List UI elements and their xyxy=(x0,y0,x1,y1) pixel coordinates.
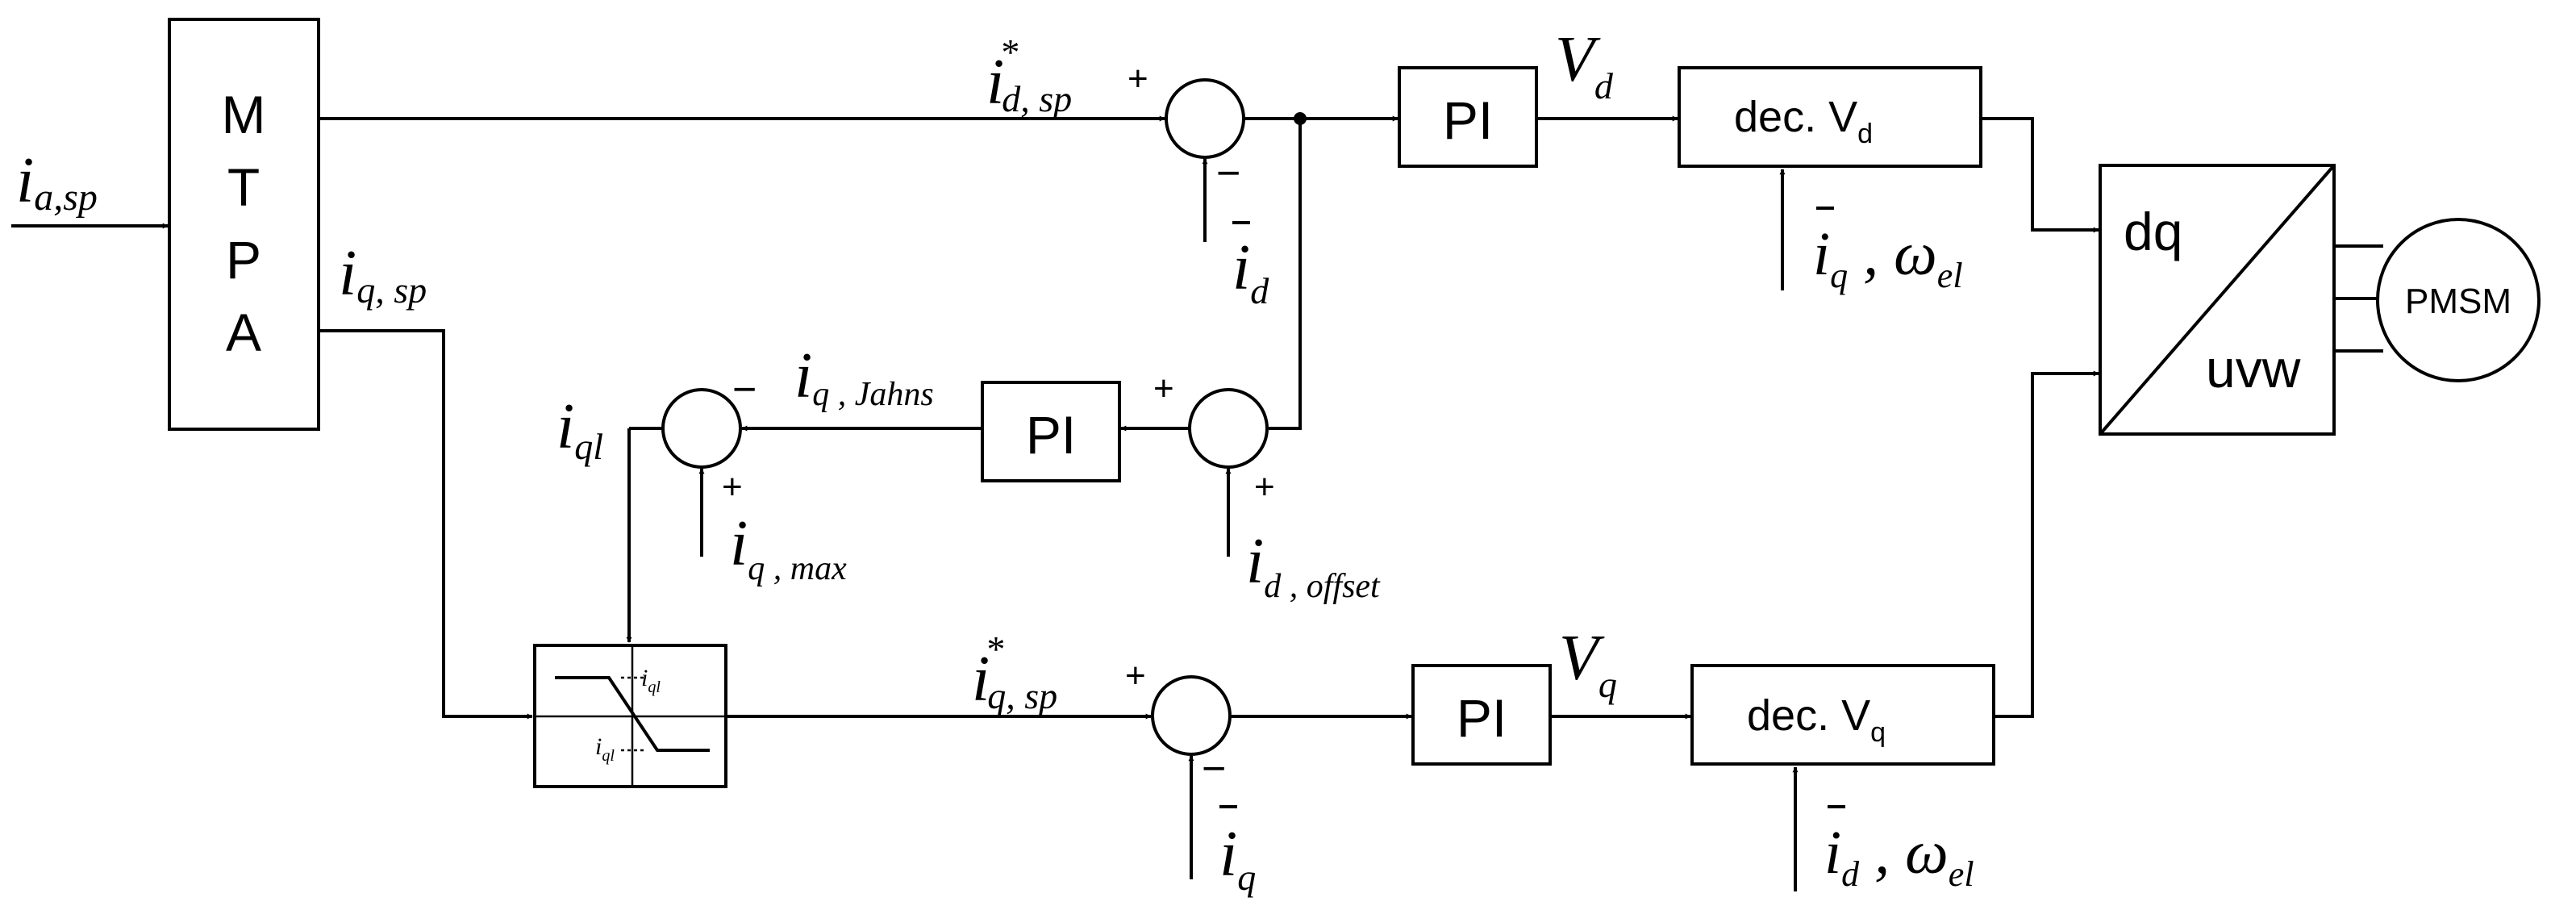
pi-block-q: PI xyxy=(1411,664,1552,766)
sign-plus-offset-bottom: + xyxy=(1254,467,1275,507)
label-id-feedback: id xyxy=(1232,221,1269,311)
label-iq-sp: iq, sp xyxy=(339,238,427,311)
label-iq-sp-star: i*q, sp xyxy=(972,628,1057,716)
decoupling-vq-label: dec. Vq xyxy=(1747,691,1886,748)
label-vq: Vq xyxy=(1559,623,1617,705)
label-id-sp-star: i*d, sp xyxy=(986,31,1072,119)
sign-minus-d: − xyxy=(1216,150,1240,197)
label-iql: iql xyxy=(556,391,603,467)
limiter-lower-label: iql xyxy=(595,733,615,765)
pi-jahns-label: PI xyxy=(1026,405,1076,465)
svg-text:id: id xyxy=(1232,232,1269,311)
pmsm-label: PMSM xyxy=(2405,282,2511,321)
sign-plus-d: + xyxy=(1128,59,1148,98)
sign-plus-offset-left: + xyxy=(1153,369,1174,408)
sum-junction-ql xyxy=(661,388,742,469)
label-iq-omega: iq , ωel xyxy=(1813,207,1963,295)
label-iq-feedback: iq xyxy=(1219,805,1256,898)
pi-d-label: PI xyxy=(1443,90,1493,150)
sign-plus-q: + xyxy=(1125,656,1146,695)
mtpa-letter-p: P xyxy=(226,230,261,290)
mtpa-letter-a: A xyxy=(226,303,261,362)
mtpa-letter-t: T xyxy=(227,157,260,217)
label-id-offset: id , offset xyxy=(1246,526,1381,605)
limiter-block: iql iql xyxy=(533,644,727,788)
decoupling-vd-block: dec. Vd xyxy=(1678,66,1982,168)
sum-junction-d xyxy=(1165,78,1245,159)
label-vd: Vd xyxy=(1555,24,1614,106)
sum-junction-offset xyxy=(1188,388,1269,469)
sum-junction-q xyxy=(1151,675,1232,756)
pi-block-jahns: PI xyxy=(981,381,1121,482)
label-id-omega: id , ωel xyxy=(1824,805,1974,894)
svg-text:iq , ωel: iq , ωel xyxy=(1813,220,1963,295)
signal-lines xyxy=(11,112,2099,891)
dq-label: dq xyxy=(2124,202,2182,261)
mtpa-block: M T P A xyxy=(168,18,320,431)
svg-text:iq: iq xyxy=(1219,819,1256,898)
mtpa-letter-m: M xyxy=(222,85,266,144)
pmsm-motor: PMSM xyxy=(2334,218,2541,382)
uvw-label: uvw xyxy=(2206,339,2301,399)
dq-uvw-transform-block: dq uvw xyxy=(2099,164,2336,436)
decoupling-vq-block: dec. Vq xyxy=(1690,664,1995,766)
sign-minus-ql: − xyxy=(732,366,757,413)
sign-minus-q: − xyxy=(1202,745,1226,792)
decoupling-vd-label: dec. Vd xyxy=(1734,93,1873,149)
pi-q-label: PI xyxy=(1457,688,1507,748)
pi-block-d: PI xyxy=(1398,66,1538,168)
label-ia-sp: ia,sp xyxy=(16,145,98,219)
svg-text:id , ωel: id , ωel xyxy=(1824,819,1974,894)
label-iq-jahns: iq , Jahns xyxy=(794,340,934,413)
label-iq-max: iq , max xyxy=(730,508,847,587)
sign-plus-ql: + xyxy=(722,467,743,507)
limiter-upper-label: iql xyxy=(641,665,661,696)
